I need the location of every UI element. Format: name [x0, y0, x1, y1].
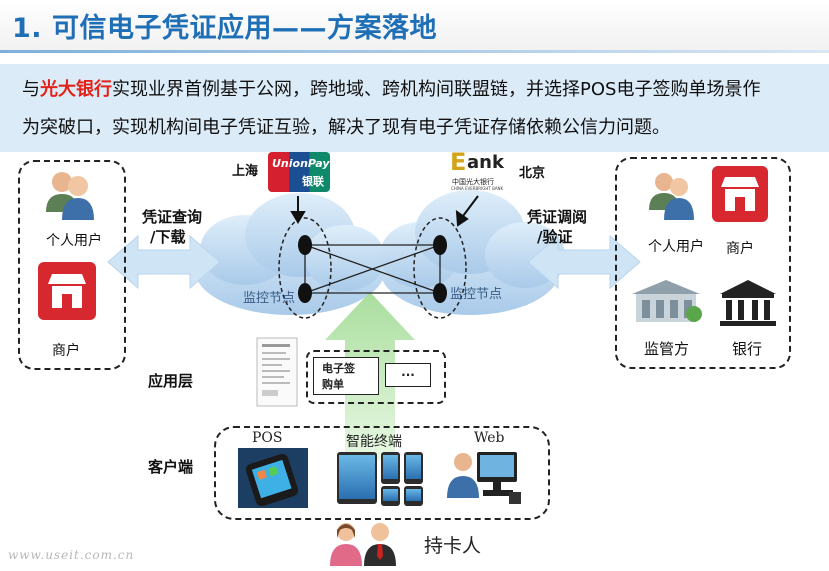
tablet-device-icon — [337, 452, 377, 504]
beijing-label: 北京 — [519, 166, 546, 181]
left-arrow-label-2: /下载 — [150, 228, 186, 246]
right-user-group — [615, 157, 791, 369]
smart-terminal-label: 智能终端 — [346, 434, 402, 450]
right-user-label: 个人用户 — [648, 239, 704, 255]
left-merchant-label: 商户 — [52, 343, 80, 359]
phone-device-icon — [404, 486, 423, 506]
app-layer-label: 应用层 — [148, 372, 194, 390]
right-arrow-label-1: 凭证调阅 — [527, 208, 588, 226]
left-arrow-label-1: 凭证查询 — [142, 208, 203, 226]
right-monitor-node-label: 监控节点 — [450, 287, 503, 302]
client-layer-label: 客户端 — [148, 458, 194, 476]
unionpay-logo-en: UnionPay — [272, 157, 330, 170]
intro-line1-rest: 实现业界首例基于公网，跨地域、跨机构间联盟链，并选择POS电子签购单场景作 — [112, 79, 761, 100]
right-double-arrow — [527, 234, 641, 290]
more-item: ··· — [385, 363, 431, 387]
receipt-document-icon — [256, 337, 298, 407]
title-divider — [0, 50, 829, 53]
node-dots — [298, 235, 447, 303]
left-double-arrow — [107, 234, 221, 290]
left-node-ring — [278, 217, 332, 319]
right-node-ring — [413, 217, 467, 319]
right-cloud — [380, 190, 565, 315]
regulator-label: 监管方 — [644, 340, 690, 358]
unionpay-logo: UnionPay 银联 — [268, 152, 330, 192]
bank-logo-en: CHINA EVERBRIGHT BANK — [451, 186, 504, 191]
intro-highlight: 光大银行 — [40, 79, 112, 100]
web-user-computer-icon — [447, 452, 521, 504]
page-title: 1. 可信电子凭证应用——方案落地 — [12, 13, 437, 44]
left-monitor-node-label: 监控节点 — [243, 291, 296, 306]
intro-prefix: 与 — [22, 79, 40, 100]
cardholder-people-icon — [330, 523, 396, 566]
right-arrow-label-2: /验证 — [537, 228, 573, 246]
bank-label: 银行 — [732, 340, 763, 358]
title-bar — [0, 0, 829, 52]
watermark: www.useit.com.cn — [8, 548, 135, 562]
unionpay-logo-cn: 银联 — [302, 175, 324, 188]
regulator-building-icon — [632, 280, 702, 322]
bank-logo-word: ank — [467, 152, 504, 173]
intro-line-1: 与光大银行实现业界首例基于公网，跨地域、跨机构间联盟链，并选择POS电子签购单场… — [22, 75, 760, 101]
merchant-store-icon — [712, 166, 768, 222]
everbright-bank-logo: E ank 中国光大银行 CHINA EVERBRIGHT BANK — [450, 148, 510, 192]
bank-logo-mark: E — [450, 148, 467, 176]
intro-line-2: 为突破口，实现机构间电子凭证互验，解决了现有电子凭证存储依赖公信力问题。 — [22, 117, 670, 138]
phone-device-icon — [381, 486, 400, 506]
person-users-icon — [46, 172, 94, 220]
right-merchant-label: 商户 — [726, 241, 754, 257]
cardholder-label: 持卡人 — [424, 535, 482, 557]
bank-logo-cn: 中国光大银行 — [452, 178, 494, 186]
left-user-group — [18, 160, 126, 370]
pos-terminal-icon — [238, 448, 308, 508]
client-layer-box — [214, 426, 550, 520]
phone-device-icon — [381, 452, 400, 484]
e-receipt-item: 电子签 购单 — [313, 357, 379, 395]
merchant-store-icon — [38, 262, 96, 320]
shanghai-label: 上海 — [232, 164, 259, 179]
person-users-icon — [649, 173, 694, 220]
intro-box: 与光大银行实现业界首例基于公网，跨地域、跨机构间联盟链，并选择POS电子签购单场… — [0, 64, 829, 152]
bank-building-icon — [720, 280, 776, 326]
left-user-label: 个人用户 — [46, 233, 102, 249]
logo-pointers — [290, 195, 479, 227]
e-receipt-label-2: 购单 — [322, 378, 344, 391]
app-layer-box — [306, 350, 446, 404]
phone-device-icon — [404, 452, 423, 484]
web-label: Web — [474, 430, 505, 446]
pos-label: POS — [252, 430, 283, 446]
e-receipt-label-1: 电子签 — [322, 362, 355, 375]
